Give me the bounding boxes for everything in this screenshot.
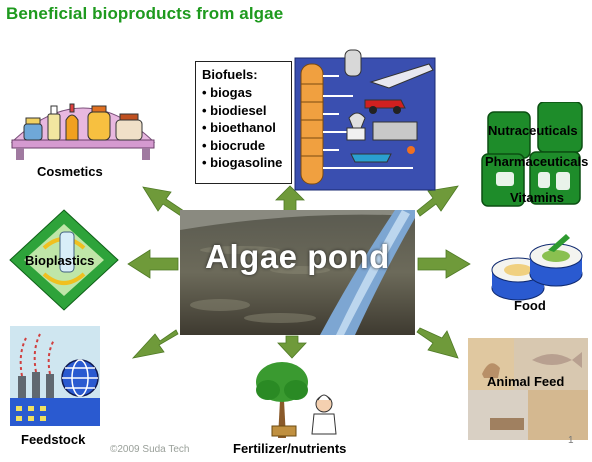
algae-pond-label: Algae pond (205, 238, 390, 275)
biofuel-item: • biodiesel (202, 102, 267, 118)
biofuel-item: • bioethanol (202, 120, 276, 135)
refinery-illustration (294, 49, 436, 191)
arrow-to-feedstock (131, 329, 179, 359)
pharma-illustration (481, 102, 583, 207)
page-title: Beneficial bioproducts from algae (6, 4, 284, 23)
arrow-to-animal-feed (416, 327, 459, 359)
arrow-to-cosmetics (142, 186, 185, 217)
biofuels-box: Biofuels: • biogas • biodiesel • bioetha… (195, 61, 292, 184)
pharmaceuticals-label: Pharmaceuticals (485, 154, 589, 169)
copyright-text: ©2009 Suda Tech (110, 444, 190, 455)
animal-feed-label: Animal Feed (487, 374, 565, 389)
arrow-to-fertilizer (277, 335, 307, 359)
arrow-to-bioplastics (127, 249, 179, 279)
animal-feed-illustration (468, 338, 588, 440)
fertilizer-label: Fertilizer/nutrients (233, 441, 347, 456)
bioplastics-label: Bioplastics (25, 253, 95, 268)
cosmetics-label: Cosmetics (37, 164, 103, 179)
food-label: Food (514, 298, 546, 313)
food-illustration (491, 234, 583, 301)
arrow-to-food (417, 249, 471, 279)
arrow-to-nutraceuticals (416, 185, 459, 217)
biofuel-item: • biocrude (202, 137, 266, 153)
page-number: 1 (568, 435, 574, 446)
fertilizer-illustration (256, 362, 337, 438)
biofuel-item: • biogasoline (202, 155, 283, 170)
vitamins-label: Vitamins (510, 190, 564, 205)
feedstock-label: Feedstock (21, 432, 86, 447)
biofuels-heading: Biofuels: (202, 67, 258, 82)
feedstock-illustration (10, 326, 100, 426)
pond-image (180, 210, 415, 335)
biofuel-item: • biogas (202, 85, 253, 100)
nutraceuticals-label: Nutraceuticals (488, 123, 578, 138)
algae-pond-photo (180, 210, 415, 335)
cosmetics-illustration (10, 103, 156, 160)
bioplastics-illustration (9, 209, 119, 311)
